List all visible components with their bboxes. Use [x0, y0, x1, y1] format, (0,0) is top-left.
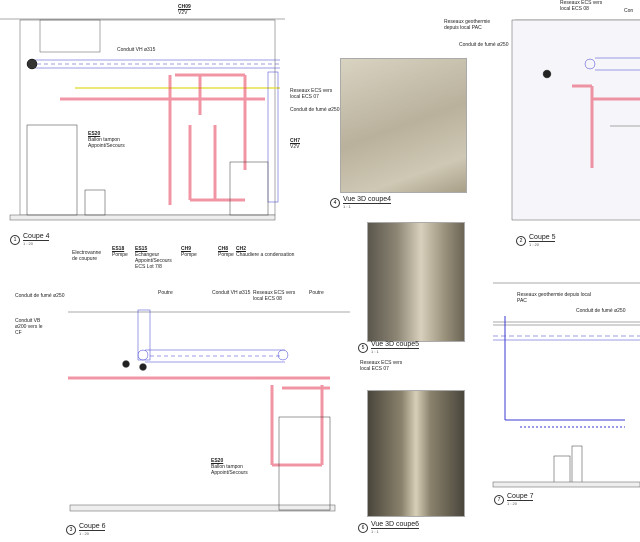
label-conduit-vh: Conduit VH ø315 [117, 47, 156, 53]
label-conduit-fumee: Conduit de fumé ø250 [576, 308, 626, 314]
label-poutre: Poutre [309, 290, 324, 296]
label-conduit-vb: Conduit VB ø200 vers le CF [15, 318, 43, 336]
label-reseau-ecs08: Reseaux ECS vers local ECS 08 [253, 290, 296, 302]
view-scale: 1 : 20 [79, 531, 90, 536]
render-3d-coupe6 [367, 390, 465, 517]
label-reseau-ecs07: Reseaux ECS vers local ECS 07 [360, 360, 403, 372]
label-reseau-ecs08: Reseaux ECS vers local ECS 08 [560, 0, 603, 12]
render-3d-coupe5 [367, 222, 465, 342]
view-title: Vue 3D coupe4 [343, 196, 391, 204]
view-scale: 1 : 20 [23, 241, 34, 246]
view-title: Coupe 6 [79, 523, 106, 531]
label-reseau-geo: Reseaux geothermie depuis local PAC [444, 19, 491, 31]
vent-duct [30, 59, 280, 69]
label-reseau-ecs07: Reseaux ECS vers local ECS 07 [290, 88, 333, 100]
view-title: Coupe 5 [529, 234, 556, 242]
render-3d-coupe4 [340, 58, 467, 193]
view-scale: 1 : 1 [343, 204, 351, 209]
view-title: Vue 3D coupe5 [371, 341, 419, 349]
label-electrovanne: Electrovanne de coupure [72, 250, 102, 262]
view-scale: 1 : 1 [371, 349, 379, 354]
coupe4-drawing [0, 18, 285, 221]
coupe7-drawing [492, 282, 640, 488]
label-conduit-fumee: Conduit de fumé ø250 [15, 293, 65, 299]
view-title: Coupe 4 [23, 233, 50, 241]
view-number: 2 [516, 235, 526, 246]
view-title: Vue 3D coupe6 [371, 521, 419, 529]
view-number: 6 [358, 522, 368, 533]
label-conduit-vh: Conduit VH ø315 [212, 290, 251, 296]
label-conduit-fumee: Conduit de fumé ø250 [459, 42, 509, 48]
coupe6-drawing [68, 309, 350, 512]
coupe5-drawing [511, 19, 640, 221]
view-number: 3 [66, 524, 76, 535]
label-reseau-geo: Reseaux geothermie depuis local PAC [517, 292, 591, 304]
label-poutre: Poutre [158, 290, 173, 296]
label-conduit-fumee: Conduit de fumé ø250 [290, 107, 340, 113]
label-conduit-cut: Con [624, 8, 638, 14]
view-number: 5 [358, 342, 368, 353]
view-scale: 1 : 1 [371, 529, 379, 534]
view-scale: 1 : 20 [529, 242, 540, 247]
view-number: 1 [10, 234, 20, 245]
view-scale: 1 : 20 [507, 501, 518, 506]
view-number: 4 [330, 197, 340, 208]
view-title: Coupe 7 [507, 493, 534, 501]
view-number: 7 [494, 494, 504, 505]
